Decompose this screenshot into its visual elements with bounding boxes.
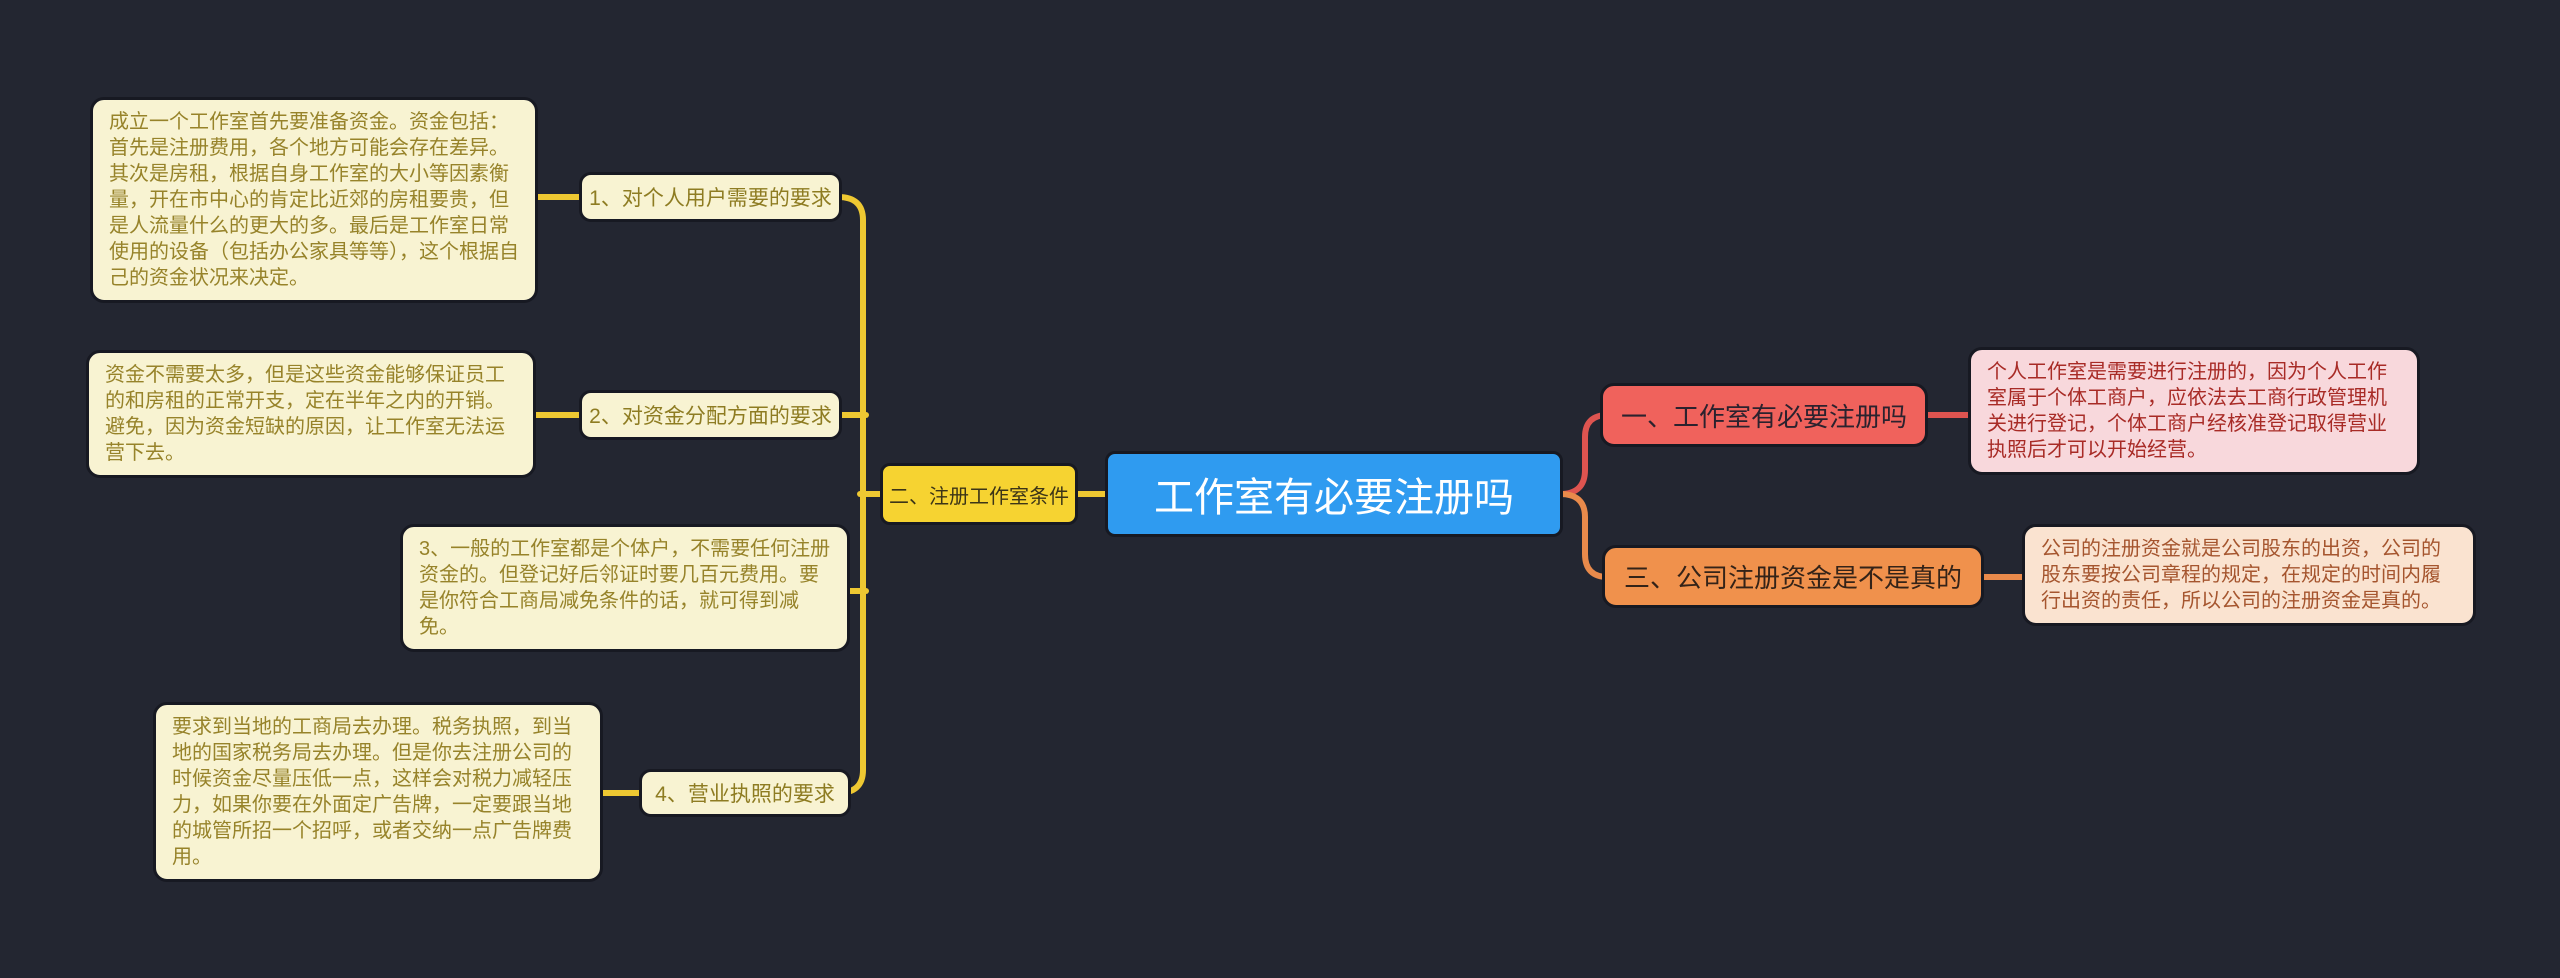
note-funding-preparation[interactable]: 成立一个工作室首先要准备资金。资金包括：首先是注册费用，各个地方可能会存在差异。… bbox=[90, 97, 538, 303]
root-node-studio-registration[interactable]: 工作室有必要注册吗 bbox=[1105, 451, 1563, 537]
subtopic-business-license-requirements[interactable]: 4、营业执照的要求 bbox=[639, 769, 851, 817]
subtopic-fund-allocation-requirements[interactable]: 2、对资金分配方面的要求 bbox=[579, 390, 842, 440]
connector-root-topic-r1 bbox=[1557, 412, 1611, 497]
topic-is-registration-necessary[interactable]: 一、工作室有必要注册吗 bbox=[1600, 383, 1928, 447]
note-business-license-detail[interactable]: 要求到当地的工商局去办理。税务执照，到当地的国家税务局去办理。但是你去注册公司的… bbox=[153, 702, 603, 882]
connector-root-topic-r3 bbox=[1557, 491, 1611, 580]
topic-register-studio-conditions[interactable]: 二、注册工作室条件 bbox=[880, 463, 1078, 525]
note-registered-capital-detail[interactable]: 公司的注册资金就是公司股东的出资，公司的股东要按公司章程的规定，在规定的时间内履… bbox=[2022, 524, 2476, 626]
note-funding-allocation[interactable]: 资金不需要太多，但是这些资金能够保证员工的和房租的正常开支，定在半年之内的开销。… bbox=[86, 350, 536, 478]
note-registration-necessary-detail[interactable]: 个人工作室是需要进行注册的，因为个人工作室属于个体工商户，应依法去工商行政管理机… bbox=[1968, 347, 2420, 475]
topic-is-registered-capital-real[interactable]: 三、公司注册资金是不是真的 bbox=[1602, 545, 1984, 608]
subtopic-personal-user-requirements[interactable]: 1、对个人用户需要的要求 bbox=[579, 172, 842, 222]
note-individual-household[interactable]: 3、一般的工作室都是个体户，不需要任何注册资金的。但登记好后邻证时要几百元费用。… bbox=[400, 524, 850, 652]
